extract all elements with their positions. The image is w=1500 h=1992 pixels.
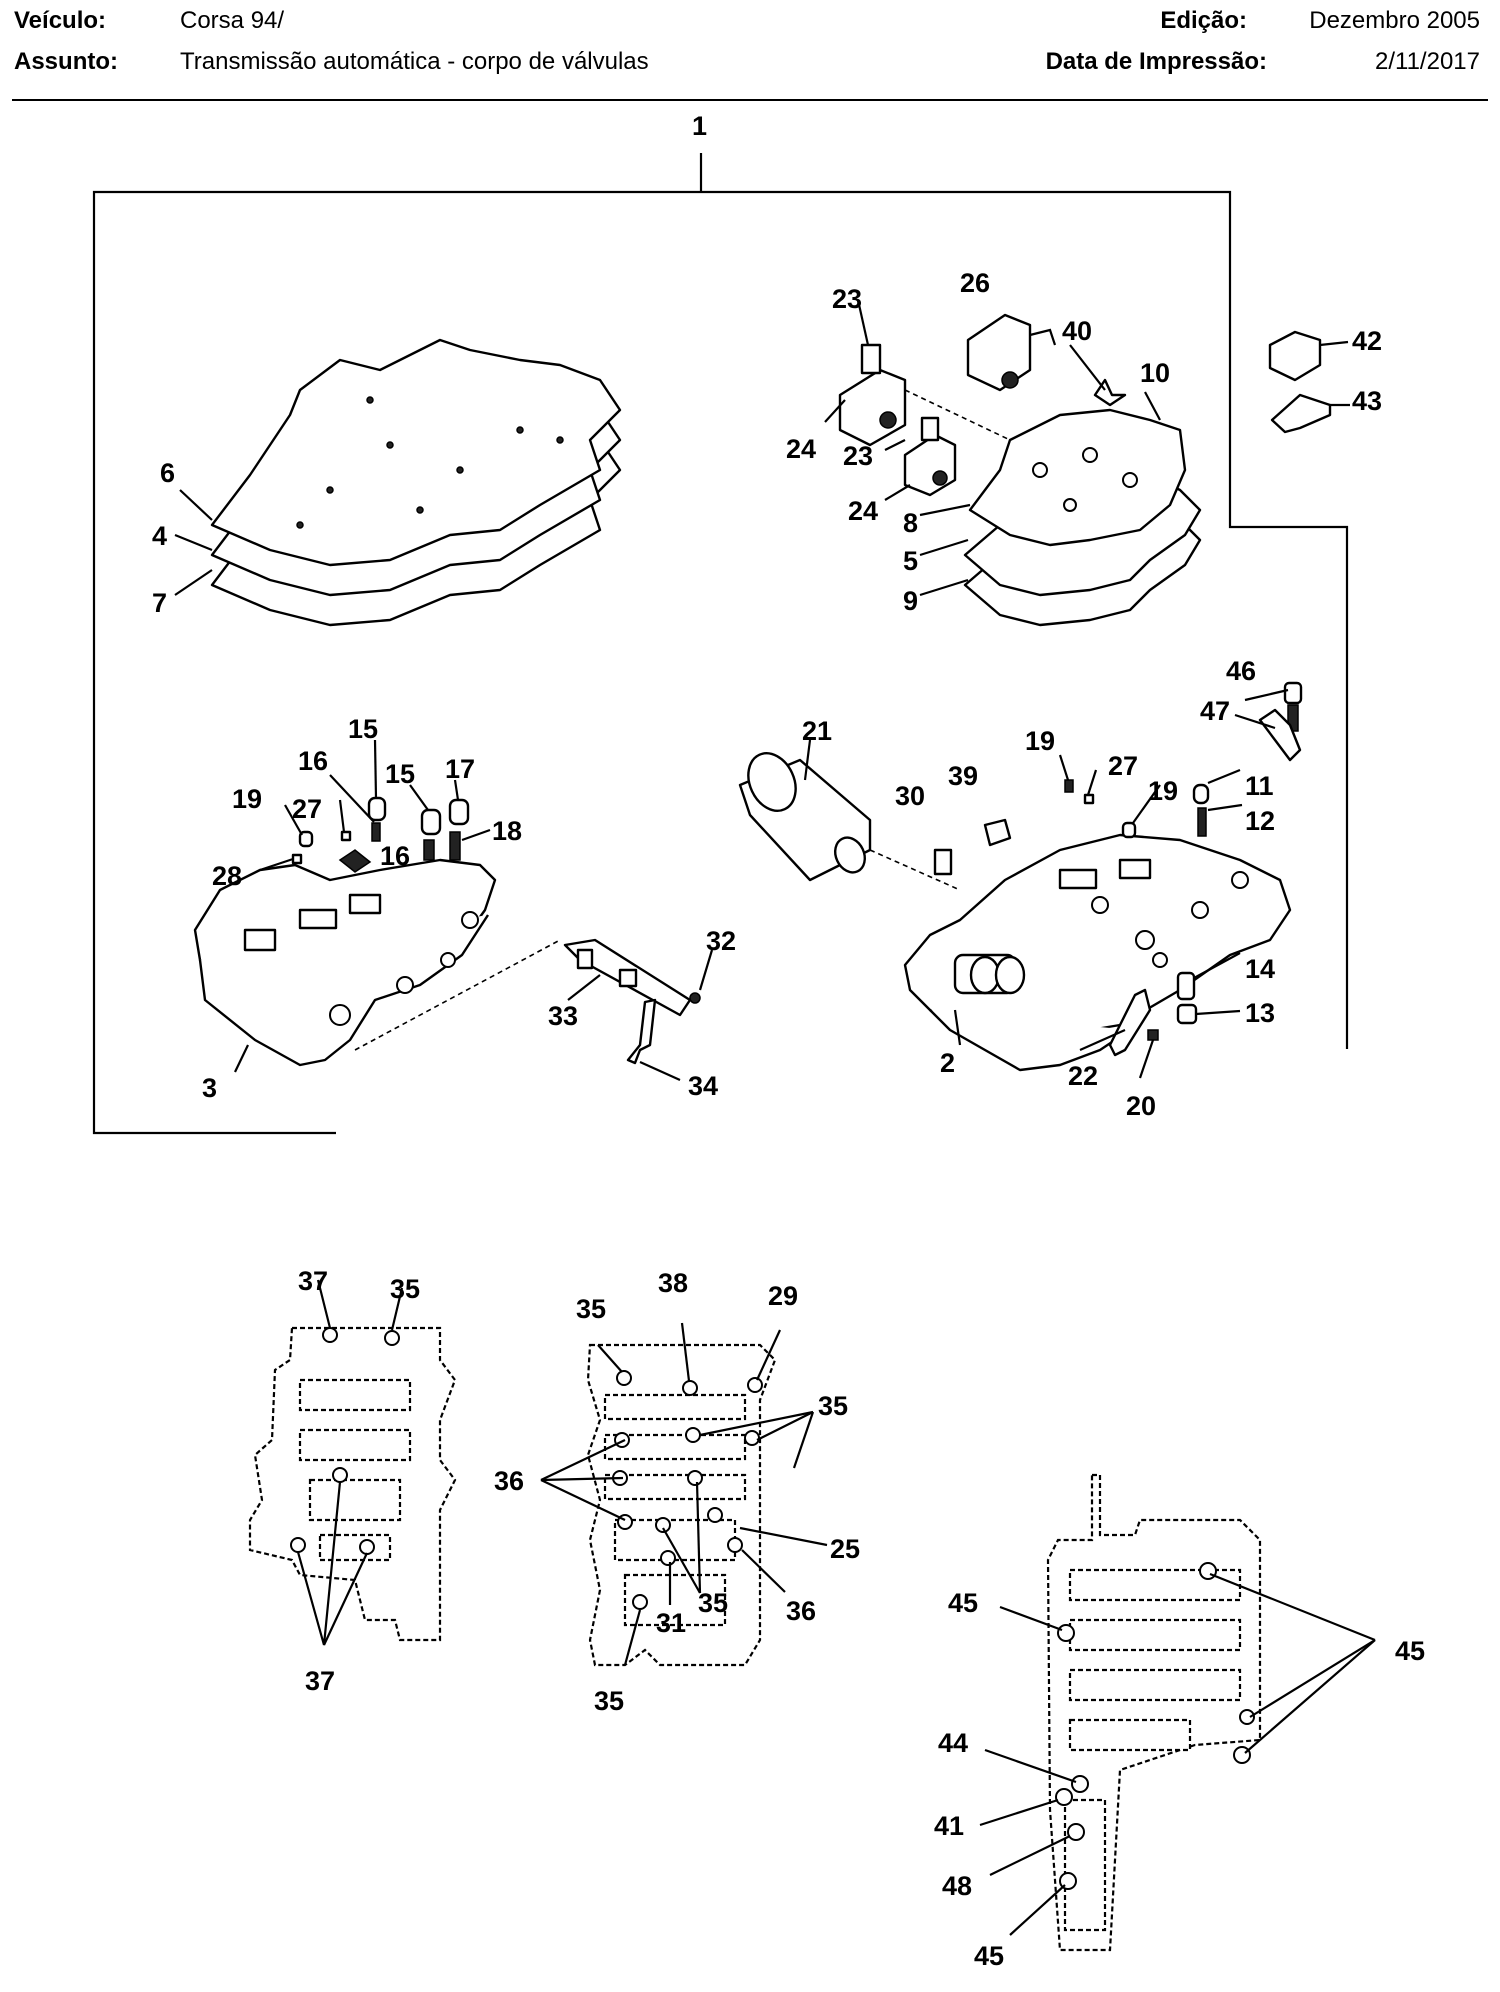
callout-42: 42 (1352, 326, 1382, 356)
print-date-value: 2/11/2017 (1375, 48, 1480, 75)
callout-13: 13 (1245, 998, 1275, 1028)
vehicle-label: Veículo: (14, 7, 107, 34)
assembly-bracket (92, 153, 1349, 1135)
valve-body-3-small-parts (291, 796, 470, 865)
callout-7: 7 (152, 588, 167, 618)
callout-9: 9 (903, 586, 918, 616)
callout-44: 44 (938, 1728, 968, 1758)
upper-plate-stack (963, 408, 1202, 627)
bracket-43 (1270, 393, 1350, 434)
detail-view-middle (586, 1343, 777, 1667)
callout-28: 28 (212, 861, 242, 891)
callout-34: 34 (688, 1071, 718, 1101)
callout-15a: 15 (348, 714, 378, 744)
callout-6: 6 (160, 458, 175, 488)
callout-38: 38 (658, 1268, 688, 1298)
callout-25: 25 (830, 1534, 860, 1564)
callout-21: 21 (802, 716, 832, 746)
callout-35a: 35 (390, 1274, 420, 1304)
callout-43: 43 (1352, 386, 1382, 416)
subject-label: Assunto: (14, 48, 118, 75)
callout-36b: 36 (786, 1596, 816, 1626)
callout-35d: 35 (698, 1588, 728, 1618)
solenoid-26 (966, 313, 1057, 392)
callout-40: 40 (1062, 316, 1092, 346)
callout-24: 24 (786, 434, 816, 464)
callout-1: 1 (692, 111, 707, 141)
callout-8: 8 (903, 508, 918, 538)
callout-14: 14 (1245, 954, 1275, 984)
callout-26: 26 (960, 268, 990, 298)
subject-value: Transmissão automática - corpo de válvul… (180, 48, 649, 75)
valve-body-2 (903, 833, 1292, 1072)
edition-label: Edição: (1160, 7, 1247, 34)
callout-41: 41 (934, 1811, 964, 1841)
callout-19c: 19 (1025, 726, 1055, 756)
callout-27b: 27 (1108, 751, 1138, 781)
callout-17: 17 (445, 754, 475, 784)
callout-23: 23 (832, 284, 862, 314)
callout-27a: 27 (292, 794, 322, 824)
callout-2: 2 (940, 1048, 955, 1078)
callout-22: 22 (1068, 1061, 1098, 1091)
callout-16b: 16 (380, 841, 410, 871)
valve-body-3 (193, 849, 497, 1067)
accumulator-21 (738, 752, 872, 882)
callout-4: 4 (152, 521, 167, 551)
callout-47: 47 (1200, 696, 1230, 726)
callout-45b: 45 (1395, 1636, 1425, 1666)
callout-11: 11 (1245, 771, 1274, 801)
callout-23b: 23 (843, 441, 873, 471)
detail-view-right (1046, 1473, 1262, 1952)
callout-29: 29 (768, 1281, 798, 1311)
shaft-33 (563, 938, 701, 1065)
callout-10: 10 (1140, 358, 1170, 388)
callout-35e: 35 (594, 1686, 624, 1716)
callout-33: 33 (548, 1001, 578, 1031)
vent-46-47 (1258, 681, 1303, 762)
callout-24b: 24 (848, 496, 878, 526)
callout-15b: 15 (385, 759, 415, 789)
callout-35b: 35 (576, 1294, 606, 1324)
callout-37b: 37 (305, 1666, 335, 1696)
callout-12: 12 (1245, 806, 1275, 836)
callout-18: 18 (492, 816, 522, 846)
callout-46: 46 (1226, 656, 1256, 686)
callout-16a: 16 (298, 746, 328, 776)
callout-3: 3 (202, 1073, 217, 1103)
sensor-42 (1268, 330, 1349, 382)
callout-45a: 45 (948, 1588, 978, 1618)
header-divider (12, 99, 1488, 101)
callout-32: 32 (706, 926, 736, 956)
solenoid-24a (838, 343, 907, 447)
gasket-stack-left (210, 338, 622, 627)
callout-35c: 35 (818, 1391, 848, 1421)
callout-19b: 19 (1148, 776, 1178, 806)
callout-20: 20 (1126, 1091, 1156, 1121)
valve-body-2-small-parts (933, 779, 1210, 1057)
callout-31: 31 (656, 1608, 686, 1638)
print-date-label: Data de Impressão: (1045, 48, 1267, 75)
callout-36a: 36 (494, 1466, 524, 1496)
solenoid-24b (903, 416, 957, 497)
callout-30: 30 (895, 781, 925, 811)
callout-numbers: 1 23 26 40 10 42 43 6 4 7 24 23 24 8 5 9… (152, 111, 1425, 1971)
callout-19a: 19 (232, 784, 262, 814)
callout-39: 39 (948, 761, 978, 791)
vehicle-value: Corsa 94/ (180, 7, 285, 34)
callout-48: 48 (942, 1871, 972, 1901)
callout-5: 5 (903, 546, 918, 576)
callout-37a: 37 (298, 1266, 328, 1296)
detail-view-left (248, 1326, 457, 1642)
callout-45c: 45 (974, 1941, 1004, 1971)
edition-value: Dezembro 2005 (1309, 7, 1480, 34)
